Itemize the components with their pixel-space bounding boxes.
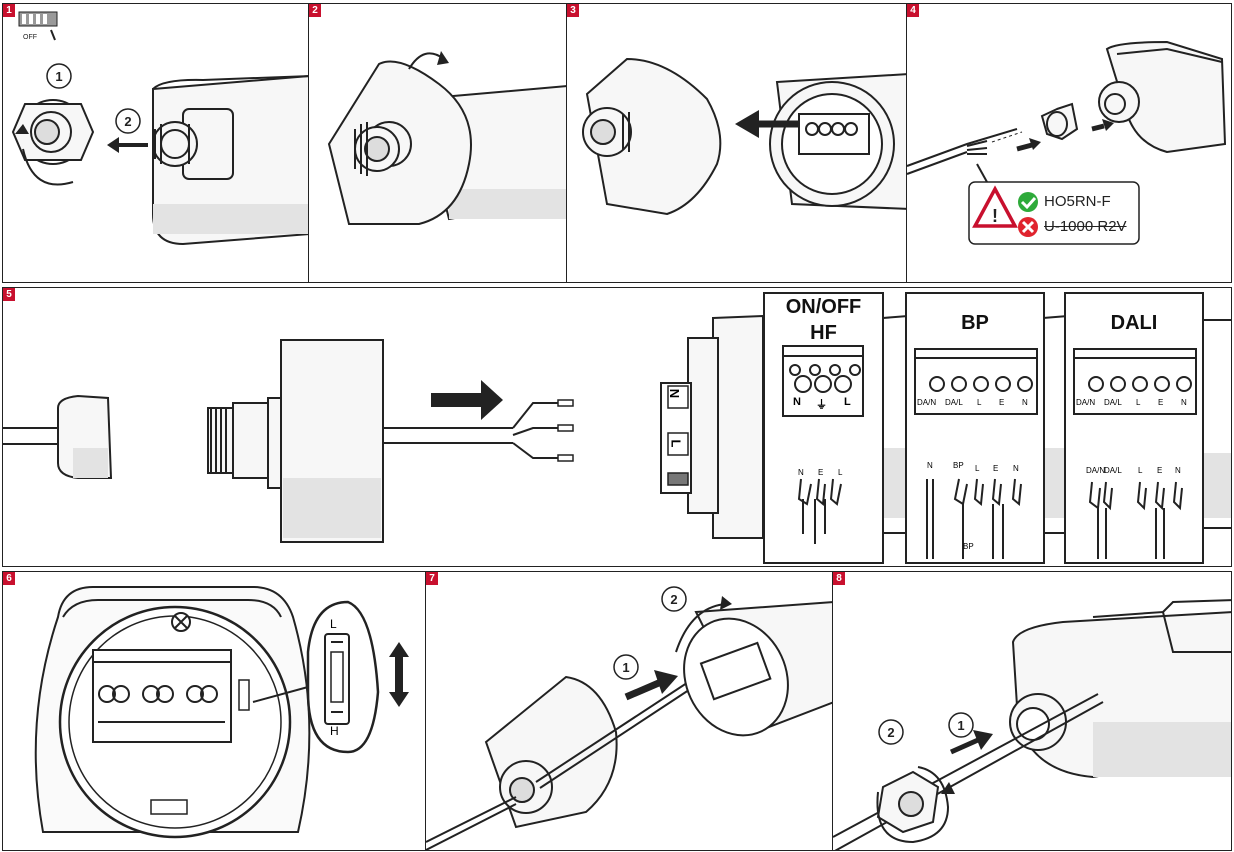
- step-8-illustration: 1 2: [833, 599, 1231, 850]
- onoff-title-line2: HF: [810, 322, 837, 344]
- onoff-wire-n: N: [798, 468, 804, 477]
- step-number: 5: [3, 288, 15, 301]
- bp-wire-n: N: [927, 461, 933, 470]
- panel-step-4: 4 ! HO5RN-F U-1000 R2V: [906, 3, 1232, 283]
- push-arrow-icon: [431, 380, 503, 420]
- bp-terminal-diagram: [914, 348, 1038, 559]
- off-label: OFF: [23, 34, 37, 41]
- dali-terminal-diagram: [1073, 348, 1197, 559]
- onoff-terminal-diagram: [782, 345, 864, 544]
- step-1-illustration: OFF 1 2: [11, 11, 308, 246]
- push-arrow-icon: [1016, 142, 1033, 152]
- bp-term-dal: DA/L: [945, 398, 963, 407]
- step-1-badge: 1: [957, 718, 964, 733]
- panel-step-8: 8 1 2: [832, 571, 1232, 851]
- push-arrow-icon: [949, 737, 980, 755]
- bp-term-n: N: [1022, 398, 1028, 407]
- svg-text:!: !: [992, 206, 998, 226]
- rotate-arrow-icon: [22, 148, 74, 186]
- warning-triangle-icon: [972, 185, 1018, 228]
- panel-step-2: 2: [308, 3, 567, 283]
- step-7-illustration: 1 2: [426, 586, 832, 850]
- cable-forbidden: U-1000 R2V: [1044, 218, 1127, 235]
- bp-title: BP: [961, 312, 989, 334]
- switchboard-icon: [18, 11, 58, 41]
- dali-title: DALI: [1110, 312, 1158, 334]
- step-number: 1: [3, 4, 15, 17]
- step-number: 3: [567, 4, 579, 17]
- dali-term-e: E: [1158, 398, 1164, 407]
- panel-step-5: 5 N L ON/OFF HF: [2, 287, 1232, 567]
- rotate-arrow-icon: [675, 603, 727, 653]
- step-2-illustration: [327, 51, 566, 225]
- bp-term-dan: DA/N: [917, 398, 937, 407]
- bp-wire-e: E: [993, 464, 999, 473]
- dali-term-dal: DA/L: [1104, 398, 1122, 407]
- step-2-badge: 2: [124, 114, 131, 129]
- onoff-term-l: L: [844, 396, 851, 408]
- dali-wire-dal: DA/L: [1104, 466, 1122, 475]
- step-2-badge: 2: [670, 592, 677, 607]
- dali-wire-e: E: [1157, 466, 1163, 475]
- step-number: 7: [426, 572, 438, 585]
- step-1-badge: 1: [622, 660, 629, 675]
- wiring-box-bp: BP DA/N DA/L L E N N BP L E N BP: [905, 292, 1045, 564]
- step-number: 4: [907, 4, 919, 17]
- switch-label-bottom: H: [330, 724, 339, 738]
- panel-step-7: 7 1 2: [425, 571, 833, 851]
- bp-wire-n2: N: [1013, 464, 1019, 473]
- bp-wire-bottom-label: BP: [963, 542, 974, 551]
- onoff-wire-e: E: [818, 468, 824, 477]
- block-label-n: N: [667, 388, 683, 399]
- step-4-illustration: !: [907, 40, 1227, 245]
- bp-term-l: L: [977, 398, 982, 407]
- dali-term-n: N: [1181, 398, 1187, 407]
- step-6-illustration: [34, 586, 409, 839]
- onoff-term-n: N: [793, 396, 801, 408]
- step-5-illustration: [3, 314, 1231, 543]
- step-number: 6: [3, 572, 15, 585]
- dali-term-l: L: [1136, 398, 1141, 407]
- onoff-term-e: ⏚: [816, 399, 827, 411]
- wiring-box-onoff-hf: ON/OFF HF N ⏚ L N E L: [763, 292, 884, 564]
- panel-step-6: 6 L H: [2, 571, 426, 851]
- switch-label-top: L: [330, 617, 337, 631]
- dali-wire-l: L: [1138, 466, 1143, 475]
- step-1-badge: 1: [55, 69, 62, 84]
- panel-step-1: 1 OFF 1 2: [2, 3, 309, 283]
- block-label-l: L: [668, 439, 684, 448]
- bp-wire-bp: BP: [953, 461, 964, 470]
- step-number: 8: [833, 572, 845, 585]
- panel-step-3: 3: [566, 3, 908, 283]
- bp-term-e: E: [999, 398, 1005, 407]
- check-icon: [1018, 192, 1038, 212]
- step-number: 2: [309, 4, 321, 17]
- dali-term-dan: DA/N: [1076, 398, 1096, 407]
- cable-approved: HO5RN-F: [1044, 193, 1111, 210]
- dali-wire-dan: DA/N: [1086, 466, 1106, 475]
- wiring-box-dali: DALI DA/N DA/L L E N DA/N DA/L L E N: [1064, 292, 1204, 564]
- step-3-illustration: [582, 57, 907, 216]
- bp-wire-l: L: [975, 464, 980, 473]
- onoff-wire-l: L: [838, 468, 843, 477]
- rotate-arrow-icon: [876, 766, 950, 844]
- dali-wire-n: N: [1175, 466, 1181, 475]
- push-arrow-icon: [624, 678, 663, 701]
- onoff-title-line1: ON/OFF: [785, 296, 862, 318]
- step-2-badge: 2: [887, 725, 894, 740]
- push-arrow-icon: [1091, 123, 1105, 132]
